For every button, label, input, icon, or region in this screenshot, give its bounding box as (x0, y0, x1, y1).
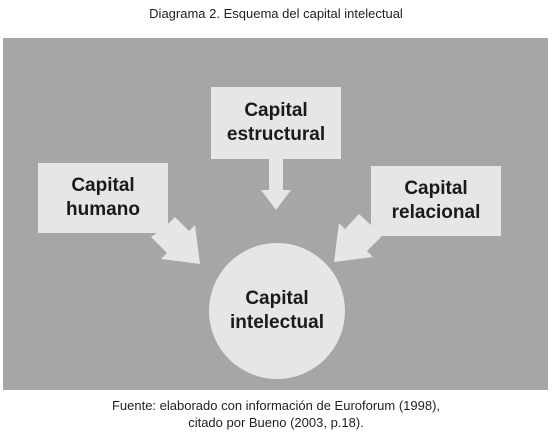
capital-intelectual-circle: Capital intelectual (209, 243, 345, 379)
capital-relacional-line2: relacional (391, 202, 481, 223)
capital-relacional-box: Capital relacional (371, 166, 501, 236)
capital-relacional-line1: Capital (404, 178, 468, 199)
capital-estructural-box: Capital estructural (211, 87, 341, 159)
arrow-estructural-to-center (261, 159, 291, 210)
source-note: Fuente: elaborado con información de Eur… (0, 397, 552, 431)
source-line1: Fuente: elaborado con información de Eur… (111, 398, 441, 413)
source-line2: citado por Bueno (2003, p.18). (188, 415, 364, 430)
arrow-relacional-to-center (334, 214, 382, 262)
capital-estructural-line1: Capital (244, 100, 308, 121)
capital-intelectual-line2: intelectual (230, 312, 324, 333)
diagram-title: Diagrama 2. Esquema del capital intelect… (149, 6, 403, 21)
capital-estructural-line2: estructural (226, 124, 326, 145)
capital-humano-box: Capital humano (38, 163, 168, 233)
capital-humano-line2: humano (66, 199, 140, 220)
capital-intelectual-line1: Capital (245, 288, 309, 309)
diagram-panel: Capital estructural Capital humano Capit… (3, 38, 548, 390)
capital-humano-line1: Capital (71, 175, 135, 196)
